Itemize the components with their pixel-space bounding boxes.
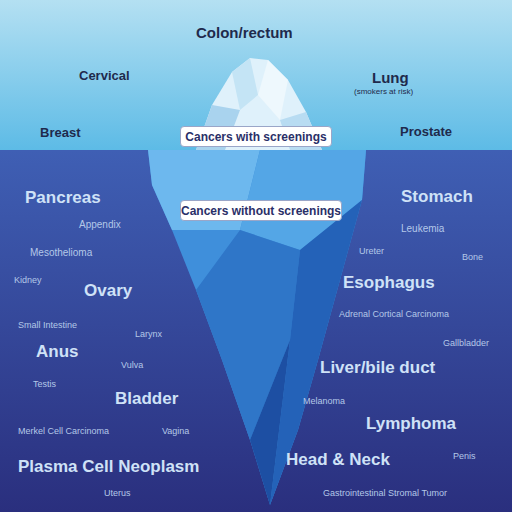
cancer-label: Prostate bbox=[400, 125, 452, 139]
cancer-label: Ureter bbox=[359, 247, 384, 257]
cancer-label: Merkel Cell Carcinoma bbox=[18, 427, 109, 437]
cancer-label: Testis bbox=[33, 380, 56, 390]
cancer-label: Lymphoma bbox=[366, 415, 456, 434]
cancer-label: Anus bbox=[36, 343, 79, 362]
cancer-label: Leukemia bbox=[401, 223, 444, 234]
cancer-label: Penis bbox=[453, 452, 476, 462]
cancer-label: Lung bbox=[372, 70, 409, 87]
cancer-label: Kidney bbox=[14, 276, 42, 286]
cancer-label: Head & Neck bbox=[286, 451, 390, 470]
cancer-label: Appendix bbox=[79, 219, 121, 230]
ice-facet bbox=[250, 340, 290, 505]
cancer-label: Breast bbox=[40, 126, 80, 140]
cancer-label: Stomach bbox=[401, 188, 473, 207]
cancer-label: Vulva bbox=[121, 361, 143, 371]
cancer-label: Melanoma bbox=[303, 397, 345, 407]
cancer-label: Vagina bbox=[162, 427, 189, 437]
ice-facet bbox=[258, 60, 288, 120]
cancer-label: Gastrointestinal Stromal Tumor bbox=[323, 489, 447, 499]
cancer-label: (smokers at risk) bbox=[354, 88, 413, 97]
category-label: Cancers without screenings bbox=[181, 204, 341, 218]
cancer-label: Small Intestine bbox=[18, 321, 77, 331]
cancer-label: Bone bbox=[462, 253, 483, 263]
cancer-label: Uterus bbox=[104, 489, 131, 499]
cancer-label: Pancreas bbox=[25, 189, 101, 208]
category-box: Cancers without screenings bbox=[180, 200, 342, 221]
cancer-label: Mesothelioma bbox=[30, 247, 92, 258]
cancer-label: Gallbladder bbox=[443, 339, 489, 349]
cancer-label: Larynx bbox=[135, 330, 162, 340]
water-background bbox=[0, 150, 512, 512]
cancer-label: Bladder bbox=[115, 390, 178, 409]
cancer-label: Cervical bbox=[79, 69, 130, 83]
cancer-label: Plasma Cell Neoplasm bbox=[18, 458, 199, 477]
sky-background bbox=[0, 0, 512, 150]
ice-facet bbox=[232, 58, 258, 110]
cancer-label: Colon/rectum bbox=[196, 25, 293, 42]
cancer-label: Esophagus bbox=[343, 274, 435, 293]
cancer-label: Liver/bile duct bbox=[320, 359, 435, 378]
cancer-label: Ovary bbox=[84, 282, 132, 301]
cancer-label: Adrenal Cortical Carcinoma bbox=[339, 310, 449, 320]
category-label: Cancers with screenings bbox=[185, 130, 326, 144]
category-box: Cancers with screenings bbox=[180, 126, 332, 147]
